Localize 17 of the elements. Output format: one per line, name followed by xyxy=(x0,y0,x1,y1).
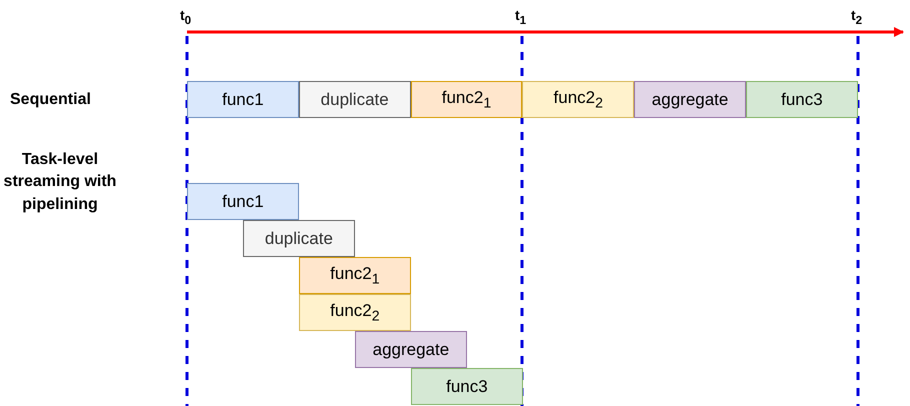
task-block: func2$_{1}$ xyxy=(299,257,411,294)
time-label: t$_{2}$ xyxy=(851,6,862,29)
time-label: t$_{1}$ xyxy=(515,6,526,29)
task-block: func1 xyxy=(187,81,299,118)
task-block: aggregate xyxy=(355,331,467,368)
task-block: func3 xyxy=(746,81,858,118)
task-block: duplicate xyxy=(298,81,411,118)
task-block: func2$_{1}$ xyxy=(410,81,522,118)
row-label: Sequential xyxy=(10,90,92,110)
row-label: Task-level streaming with pipelining xyxy=(2,150,118,215)
task-block: func1 xyxy=(187,183,299,220)
time-label: t$_{0}$ xyxy=(180,6,192,29)
task-block: func3 xyxy=(411,368,523,405)
task-block: aggregate xyxy=(634,81,746,118)
task-block: duplicate xyxy=(243,220,355,257)
task-block: func2$_{2}$ xyxy=(522,81,634,118)
task-block: func2$_{2}$ xyxy=(299,294,411,331)
